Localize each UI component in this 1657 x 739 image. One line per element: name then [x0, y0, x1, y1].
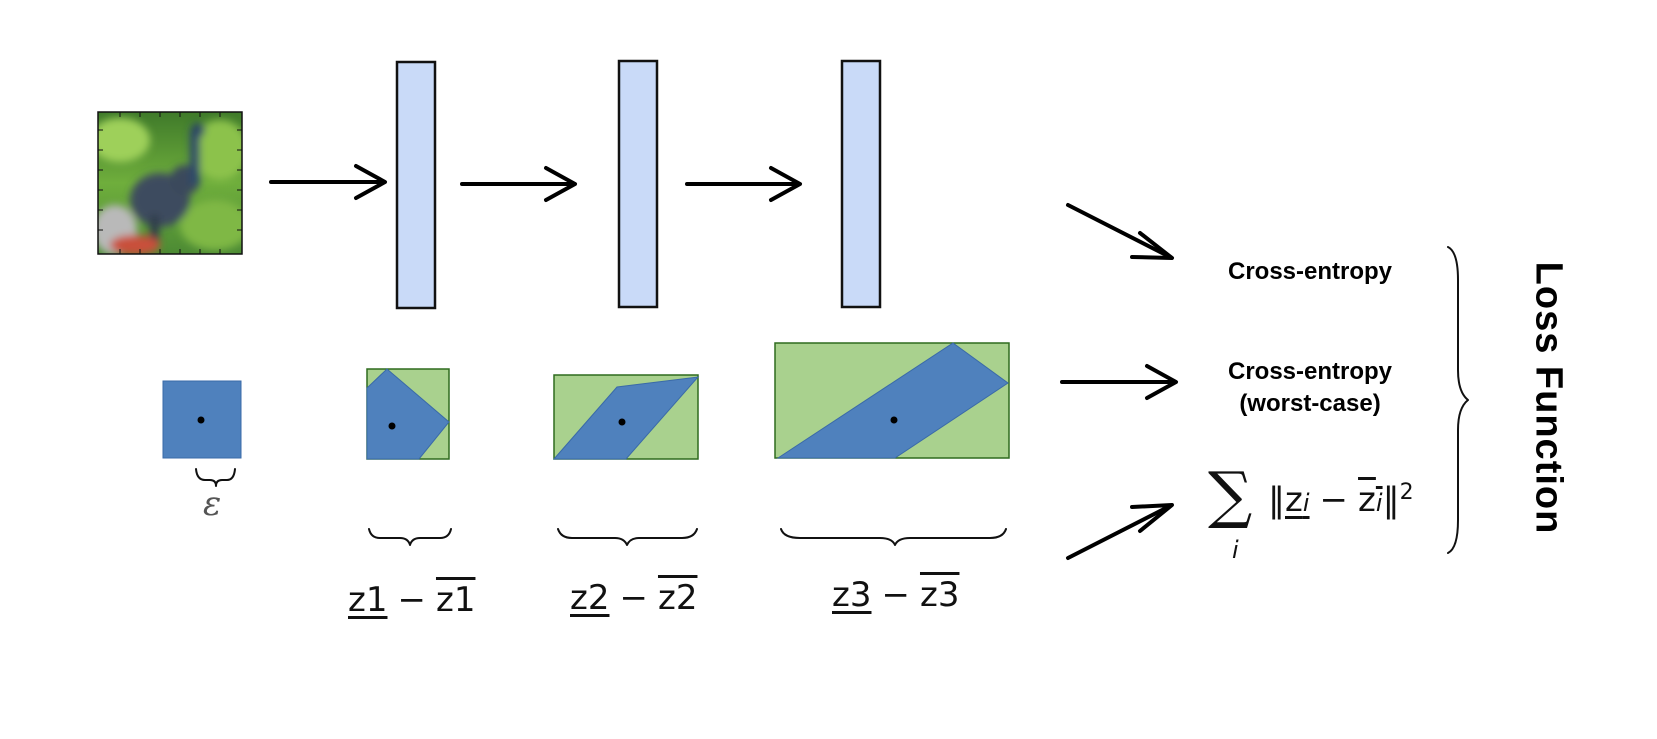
loss-brace	[1447, 246, 1469, 554]
bound-label-1: z1−z1	[348, 580, 475, 620]
z-lower-3: z3	[832, 575, 872, 615]
brace-layer-3	[780, 528, 1007, 546]
sum-symbol: ∑	[1208, 458, 1253, 531]
epsilon-brace	[195, 468, 236, 487]
epsilon-ball	[162, 380, 242, 459]
brace-layer-1	[368, 528, 452, 546]
epsilon-label: ε	[203, 484, 222, 524]
arrow-to-cross-entropy	[1066, 203, 1174, 260]
minus-i: −	[1319, 480, 1349, 521]
z-lower-1: z1	[348, 580, 388, 620]
layer-1	[395, 60, 437, 310]
z-upper-3: z3	[919, 575, 960, 615]
minus-2: −	[619, 578, 648, 618]
input-image	[97, 111, 243, 255]
z-lower-2: z2	[570, 578, 610, 618]
norm-close: ‖	[1382, 480, 1400, 521]
z-upper-1: z1	[435, 580, 476, 620]
loss-function-label: Loss Function	[1527, 261, 1570, 535]
arrow-layer1-to-layer2	[460, 166, 577, 202]
arrow-to-worst-case	[1060, 364, 1178, 400]
bound-label-3: z3−z3	[832, 575, 959, 615]
arrow-input-to-layer1	[269, 164, 387, 200]
power-two: 2	[1399, 480, 1414, 505]
sum-index: i	[1232, 536, 1239, 564]
minus-3: −	[881, 575, 910, 615]
z-lower-i: zi	[1285, 480, 1310, 521]
bound-box-1	[366, 368, 450, 460]
bound-label-2: z2−z2	[570, 578, 697, 618]
arrow-to-regularizer	[1066, 503, 1174, 560]
norm-expression: ‖zi−zi‖2	[1268, 480, 1414, 520]
bound-box-3	[774, 342, 1010, 459]
worst-case-label: Cross-entropy (worst-case)	[1170, 356, 1450, 420]
arrow-layer2-to-layer3	[685, 166, 802, 202]
layer-2	[617, 59, 659, 309]
brace-layer-2	[557, 528, 698, 546]
bound-box-2	[552, 374, 700, 460]
cross-entropy-label: Cross-entropy	[1227, 258, 1393, 285]
worst-case-line-1: Cross-entropy	[1227, 358, 1393, 385]
norm-open: ‖	[1268, 480, 1285, 521]
minus-1: −	[397, 580, 426, 620]
worst-case-line-2: (worst-case)	[1239, 390, 1381, 417]
z-upper-2: z2	[657, 578, 698, 618]
layer-3	[840, 59, 882, 309]
z-upper-i: zi	[1358, 480, 1383, 521]
